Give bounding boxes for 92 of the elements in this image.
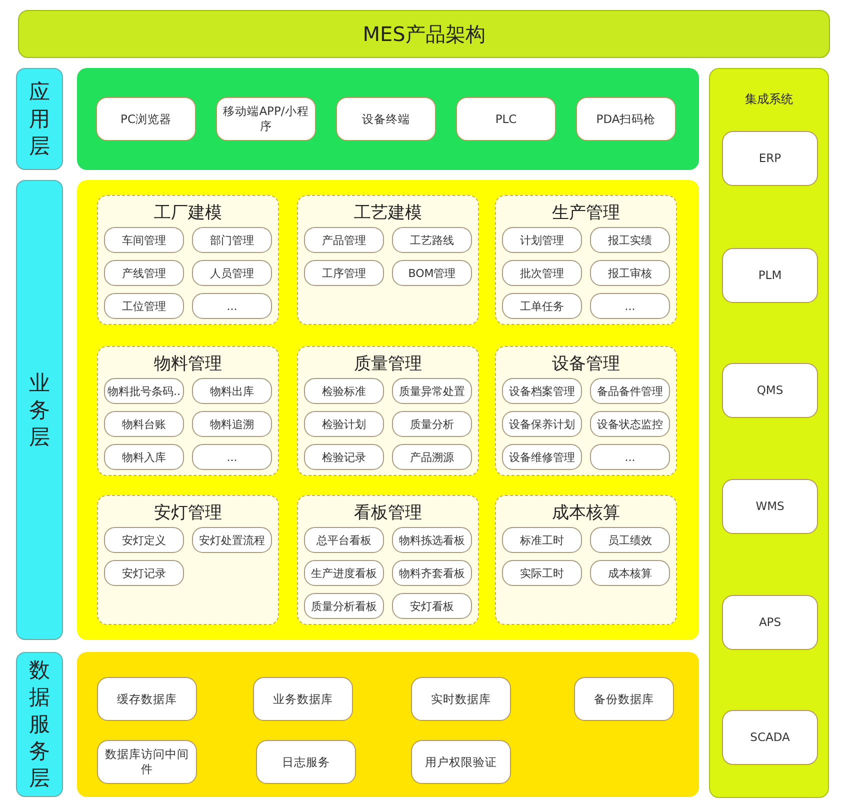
module-box: 备份数据库 [574,677,674,721]
function-box: BOM管理 [392,260,472,286]
function-box: 工艺路线 [392,227,472,253]
module-group [495,495,677,625]
group-heading: 工厂建模 [153,202,223,224]
group-heading: 物料管理 [153,353,223,375]
function-box: 质量异常处置 [392,378,472,404]
layer-label: 应用层 [16,68,63,170]
function-box: 工位管理 [104,293,184,319]
module-group [297,346,479,476]
module-group [495,346,677,476]
module-group [495,195,677,325]
module-box: 实时数据库 [411,677,511,721]
layer-panel [77,68,699,170]
function-box: 物料批号条码.. [104,378,184,404]
module-box: ERP [722,131,818,186]
module-box: QMS [722,363,818,418]
module-box: 缓存数据库 [97,677,197,721]
function-box: 实际工时 [502,560,582,586]
function-box: 物料出库 [192,378,272,404]
function-box: 部门管理 [192,227,272,253]
function-box: 产品管理 [304,227,384,253]
layer-panel [77,180,699,640]
function-box: 设备档案管理 [502,378,582,404]
group-heading: 看板管理 [353,502,423,524]
layer-panel [77,652,699,797]
function-box: ... [590,444,670,470]
function-box: 设备保养计划 [502,411,582,437]
function-box: 物料入库 [104,444,184,470]
module-box: APS [722,595,818,650]
function-box: 安灯处置流程 [192,527,272,553]
group-heading: 设备管理 [551,353,621,375]
layer-label: 数据服务层 [16,652,63,797]
function-box: 设备维修管理 [502,444,582,470]
module-box: PLC [456,97,556,141]
function-box: 物料齐套看板 [392,560,472,586]
function-box: 员工绩效 [590,527,670,553]
function-box: 报工审核 [590,260,670,286]
group-heading: 安灯管理 [153,502,223,524]
function-box: 物料追溯 [192,411,272,437]
title-banner: MES产品架构 [18,10,830,58]
module-box: 移动端APP/小程序 [216,97,316,141]
module-box: 设备终端 [336,97,436,141]
module-box: SCADA [722,710,818,765]
function-box: 物料拣选看板 [392,527,472,553]
function-box: 备品备件管理 [590,378,670,404]
function-box: 产品溯源 [392,444,472,470]
function-box: 设备状态监控 [590,411,670,437]
function-box: 检验计划 [304,411,384,437]
function-box: 批次管理 [502,260,582,286]
group-heading: 生产管理 [551,202,621,224]
function-box: 质量分析看板 [304,593,384,619]
module-box: 数据库访问中间件 [97,740,197,784]
function-box: 产线管理 [104,260,184,286]
module-box: WMS [722,479,818,534]
module-box: 业务数据库 [253,677,353,721]
function-box: 总平台看板 [304,527,384,553]
function-box: ... [590,293,670,319]
group-heading: 工艺建模 [353,202,423,224]
module-box: PDA扫码枪 [576,97,676,141]
panel-heading: 集成系统 [744,91,794,108]
function-box: ... [192,293,272,319]
function-box: 成本核算 [590,560,670,586]
function-box: 检验记录 [304,444,384,470]
function-box: 报工实绩 [590,227,670,253]
module-group [97,195,279,325]
integration-panel [709,68,829,798]
module-group [97,495,279,625]
function-box: 质量分析 [392,411,472,437]
module-box: PLM [722,248,818,303]
module-box: PC浏览器 [96,97,196,141]
module-box: 日志服务 [256,740,356,784]
module-group [297,495,479,625]
group-heading: 成本核算 [551,502,621,524]
function-box: 人员管理 [192,260,272,286]
function-box: 检验标准 [304,378,384,404]
function-box: 安灯记录 [104,560,184,586]
function-box: 标准工时 [502,527,582,553]
function-box: ... [192,444,272,470]
function-box: 物料台账 [104,411,184,437]
layer-label: 业务层 [16,180,63,640]
module-box: 用户权限验证 [411,740,511,784]
group-heading: 质量管理 [353,353,423,375]
function-box: 生产进度看板 [304,560,384,586]
function-box: 安灯看板 [392,593,472,619]
module-group [97,346,279,476]
module-group [297,195,479,325]
function-box: 工序管理 [304,260,384,286]
function-box: 工单任务 [502,293,582,319]
function-box: 安灯定义 [104,527,184,553]
function-box: 计划管理 [502,227,582,253]
function-box: 车间管理 [104,227,184,253]
